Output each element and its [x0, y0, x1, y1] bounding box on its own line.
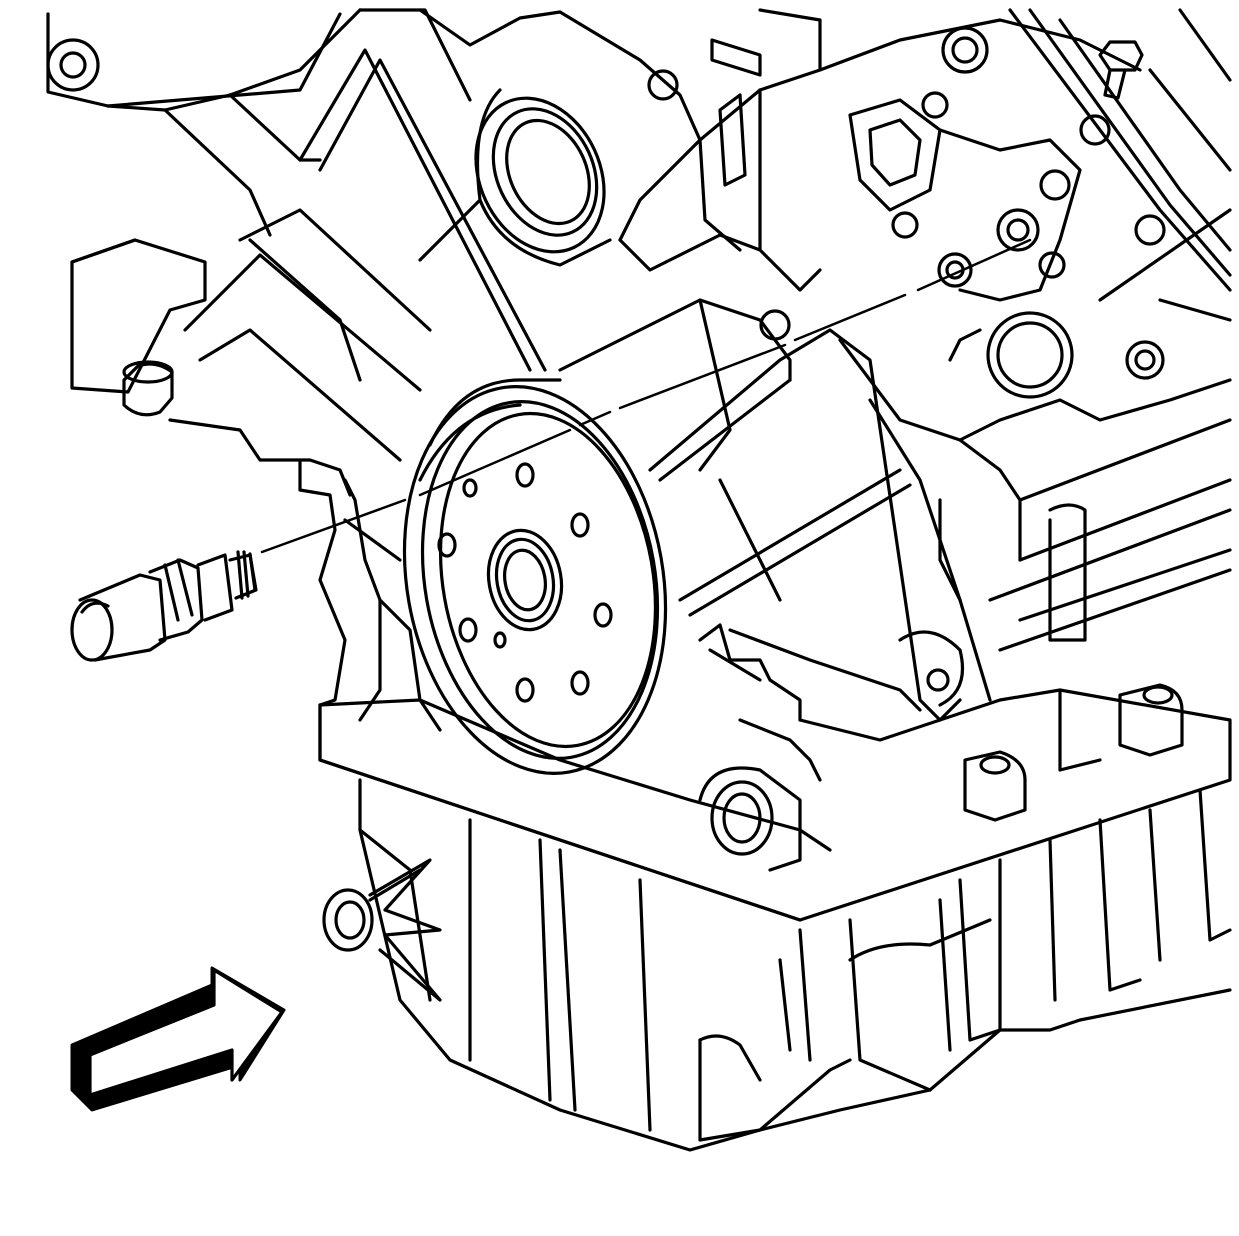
balancer-bolt-hole [595, 604, 611, 626]
installation-leader-line [262, 240, 1030, 552]
top-bolt [1081, 42, 1164, 244]
oil-pan [320, 625, 1230, 1150]
balancer-bolt-hole [517, 679, 533, 701]
engine-block [48, 10, 1230, 495]
view-direction-arrow-icon [72, 968, 284, 1110]
block-top-left-hole [48, 40, 98, 90]
left-plug [124, 362, 172, 415]
drain-plug-boss [324, 860, 440, 1000]
balancer-bolt-hole [464, 480, 476, 496]
balancer-bolt-hole [517, 464, 533, 486]
upper-mid-hole [649, 71, 677, 99]
balancer-bolt-hole [572, 672, 588, 694]
top-seal [420, 77, 628, 273]
pan-rail-boss [965, 752, 1025, 820]
pan-front-lug [700, 768, 800, 870]
block-top-left-boss [48, 14, 340, 106]
pan-rail-boss [1120, 685, 1182, 755]
balancer-bolt-hole [460, 619, 476, 641]
crankshaft-balancer [375, 366, 695, 795]
lower-right-lug-hole [928, 670, 948, 690]
crank-hub-outer [481, 525, 569, 636]
balancer-bolt-hole [439, 534, 455, 556]
balancer-bolt-hole [572, 514, 588, 536]
right-upper-cover [820, 20, 1163, 397]
balancer-bolt-hole [495, 633, 505, 647]
block-left-mount [72, 240, 205, 392]
oil-pressure-sensor-icon [72, 552, 256, 660]
block-middle [560, 300, 1230, 720]
